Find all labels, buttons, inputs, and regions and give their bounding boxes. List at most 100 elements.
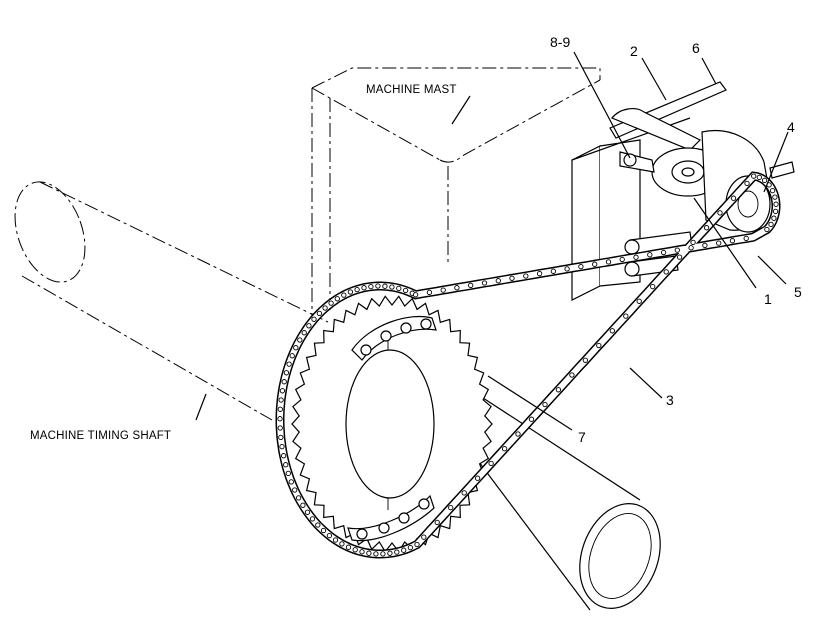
chain-roller <box>328 300 334 306</box>
chain-roller <box>332 537 339 543</box>
chain-roller <box>280 453 287 459</box>
sprocket-clamp-top <box>351 315 437 361</box>
chain-roller <box>389 284 395 290</box>
chain-roller <box>730 195 737 201</box>
chain-roller <box>769 187 776 194</box>
callout-2: 2 <box>630 43 638 59</box>
callout-7: 7 <box>578 429 586 445</box>
chain-roller <box>315 522 321 528</box>
chain-roller <box>326 532 333 539</box>
chain-roller <box>402 287 409 294</box>
chain-roller <box>619 256 625 263</box>
chain-guard <box>609 81 727 151</box>
chain-roller <box>277 425 283 431</box>
callout-5: 5 <box>794 284 802 300</box>
chain-roller <box>301 330 307 336</box>
chain-roller <box>454 285 460 291</box>
chain-roller <box>407 544 414 551</box>
callout-1: 1 <box>764 291 772 307</box>
chain-roller <box>279 388 286 394</box>
chain-roller <box>773 201 779 207</box>
chain-roller <box>744 180 750 187</box>
chain-roller <box>421 534 427 540</box>
chain-roller <box>702 242 708 249</box>
chain-roller <box>304 509 311 515</box>
chain-roller <box>311 316 317 322</box>
timing-shaft-right <box>439 369 661 611</box>
chain-roller <box>772 194 778 200</box>
chain-roller <box>286 361 292 367</box>
chain-roller <box>414 541 420 548</box>
chain-roller <box>387 550 393 556</box>
chain-roller <box>729 238 736 244</box>
chain-roller <box>375 283 381 289</box>
chain-roller <box>278 434 284 441</box>
chain-roller <box>380 551 386 557</box>
chain-roller <box>448 504 454 511</box>
chain-roller <box>354 286 360 293</box>
chain-roller <box>278 397 284 403</box>
chain-roller <box>345 544 352 550</box>
chain-roller <box>596 342 602 349</box>
chain-roller <box>373 551 379 557</box>
chain-roller <box>716 240 722 246</box>
callout-6: 6 <box>692 40 700 56</box>
chain-roller <box>382 283 388 289</box>
chain-roller <box>320 527 327 534</box>
chain-roller <box>647 252 653 258</box>
callout-8-9: 8-9 <box>550 34 570 50</box>
chain-roller <box>690 239 696 246</box>
chain-roller <box>341 292 347 298</box>
chain-roller <box>461 490 467 496</box>
chain-roller <box>536 270 543 277</box>
callout-4: 4 <box>787 119 795 135</box>
chain-roller <box>468 282 474 289</box>
chain-roller <box>481 280 488 286</box>
roller-chain <box>275 171 781 559</box>
chain-roller <box>295 495 302 501</box>
chain-roller <box>412 292 419 298</box>
chain-roller <box>751 173 757 179</box>
chain-roller <box>703 225 710 231</box>
chain-roller <box>528 416 535 422</box>
chain-roller <box>636 298 642 304</box>
chain-roller <box>361 285 367 291</box>
chain-roller <box>650 283 656 290</box>
chain-roller <box>488 460 494 467</box>
chain-roller <box>609 328 615 334</box>
chain-roller <box>542 401 548 408</box>
chain-roller <box>764 226 770 233</box>
chain-roller <box>495 278 501 284</box>
chain-roller <box>515 431 521 437</box>
chain-roller <box>277 416 283 422</box>
chain-roller <box>426 289 433 296</box>
chain-roller <box>359 549 365 555</box>
chain-roller <box>578 263 584 270</box>
chain-roller <box>297 337 303 343</box>
chain-roller <box>768 221 774 228</box>
chain-roller <box>283 370 290 376</box>
chain-roller <box>309 516 316 522</box>
callout-3: 3 <box>666 392 674 408</box>
chain-roller <box>285 470 291 477</box>
machine-mast <box>311 67 601 316</box>
chain-roller <box>306 323 312 329</box>
chain-roller <box>717 210 723 216</box>
chain-roller <box>772 208 779 215</box>
chain-roller <box>316 310 323 317</box>
chain-roller <box>582 357 589 363</box>
sprocket-clamp-bottom <box>347 494 435 542</box>
chain-roller <box>550 268 557 274</box>
chain-roller <box>352 547 358 553</box>
label-machine-mast: MACHINE MAST <box>366 84 457 96</box>
chain-roller <box>440 287 446 293</box>
chain-roller <box>676 254 683 260</box>
chain-roller <box>756 174 762 181</box>
chain-roller <box>555 387 562 393</box>
chain-roller <box>288 479 294 485</box>
chain-roller <box>277 406 283 412</box>
chain-roller <box>366 550 372 556</box>
chain-roller <box>293 345 299 351</box>
chain-roller <box>743 235 749 242</box>
